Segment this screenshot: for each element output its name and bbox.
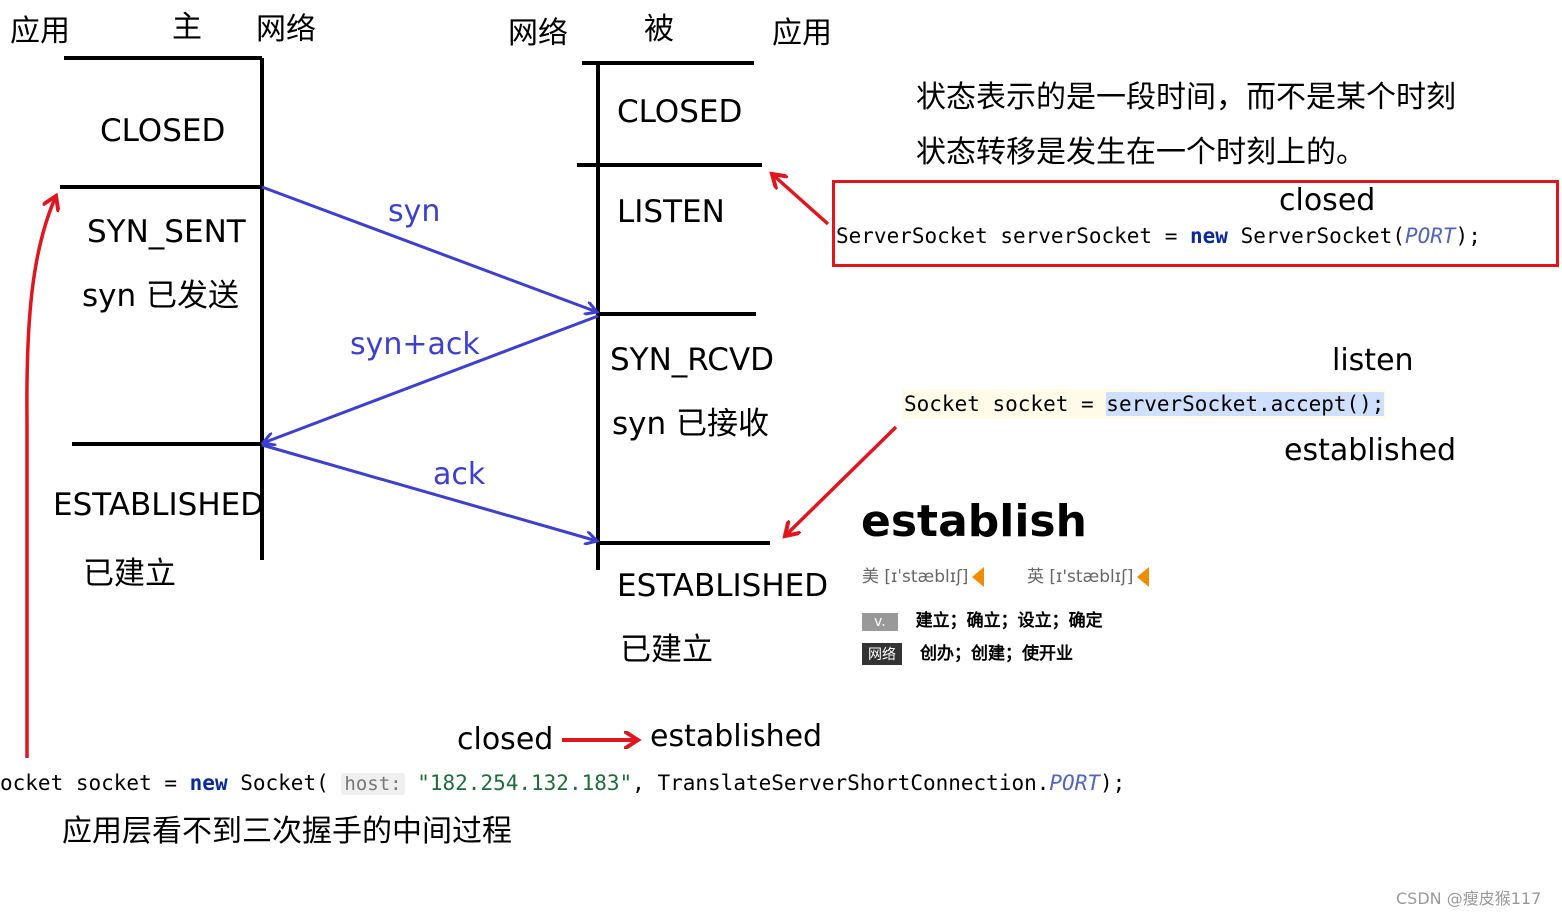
accept-code: Socket socket = serverSocket.accept(); (902, 389, 1387, 419)
server-socket-ctor: ServerSocket( (1227, 224, 1405, 248)
server-net-header: 网络 (508, 16, 568, 51)
note-line-1: 状态表示的是一段时间，而不是某个时刻 (916, 80, 1456, 115)
accept-code-prefix: Socket socket = (904, 392, 1107, 416)
server-state-syn-rcvd-cn: syn 已接收 (612, 406, 769, 442)
client-socket-ctor: Socket( (227, 771, 342, 795)
dict-word: establish (861, 496, 1087, 547)
accept-code-selected: serverSocket.accept(); (1106, 392, 1385, 416)
server-socket-box (832, 180, 1559, 267)
server-state-established: ESTABLISHED (617, 568, 829, 604)
client-net-header: 网络 (256, 12, 316, 47)
server-state-listen: LISTEN (617, 194, 725, 230)
client-socket-code: ocket socket = new Socket( host: "182.25… (0, 771, 1125, 795)
server-socket-port: PORT (1404, 224, 1456, 248)
client-state-established: ESTABLISHED (53, 487, 265, 523)
accept-listen-label: listen (1332, 343, 1414, 378)
client-socket-new: new (189, 771, 228, 795)
server-role-header: 被 (644, 12, 674, 47)
syn-label: syn (388, 194, 441, 229)
client-state-syn-sent-cn: syn 已发送 (82, 278, 239, 314)
syn-arrow (261, 185, 597, 312)
server-socket-type: ServerSocket serverSocket = (836, 224, 1191, 248)
dict-uk-phonetic-row: 英 [ɪ'stæblɪʃ] (1027, 562, 1150, 587)
dict-us-phonetic: 美 [ɪˈstæblɪʃ] (862, 567, 969, 587)
server-socket-new: new (1190, 224, 1228, 248)
listen-pointer-arrow (772, 174, 830, 226)
server-state-syn-rcvd: SYN_RCVD (610, 342, 775, 378)
note-line-2: 状态转移是发生在一个时刻上的。 (916, 135, 1366, 170)
dict-us-phonetic-row: 美 [ɪˈstæblɪʃ] (862, 562, 985, 587)
server-socket-end: ); (1455, 224, 1481, 248)
speaker-icon[interactable] (972, 567, 985, 587)
dict-tag-verb: v. (862, 613, 898, 631)
accept-pointer-arrow (785, 425, 898, 536)
client-closed-label: closed (457, 722, 554, 757)
server-state-established-cn: 已建立 (620, 632, 713, 668)
client-state-closed: CLOSED (100, 113, 226, 149)
watermark: CSDN @瘦皮猴117 (1396, 889, 1542, 908)
client-app-arrow (25, 196, 56, 758)
client-socket-start: ocket socket = (0, 771, 190, 795)
client-socket-mid: , TranslateServerShortConnection. (632, 771, 1050, 795)
server-socket-code: ServerSocket serverSocket = new ServerSo… (836, 224, 1481, 248)
ack-arrow (261, 443, 597, 541)
client-socket-port: PORT (1049, 771, 1100, 795)
syn-ack-label: syn+ack (350, 327, 480, 362)
dict-def-web: 创办；创建；使开业 (920, 644, 1073, 664)
server-state-closed: CLOSED (617, 94, 743, 130)
client-state-established-cn: 已建立 (83, 556, 176, 592)
client-established-label: established (650, 719, 823, 754)
speaker-icon[interactable] (1137, 567, 1150, 587)
client-socket-end: ); (1099, 771, 1126, 795)
ack-label: ack (433, 457, 486, 492)
dict-tag-web: 网络 (862, 643, 902, 665)
dict-def-verb: 建立；确立；设立；确定 (915, 611, 1103, 631)
dict-def-web-row: 网络创办；创建；使开业 (862, 639, 1073, 665)
syn-ack-arrow (263, 314, 599, 443)
server-app-header: 应用 (772, 16, 832, 51)
server-socket-closed-label: closed (1279, 183, 1376, 218)
client-socket-host-hint: host: (341, 773, 405, 795)
client-role-header: 主 (172, 10, 202, 45)
client-state-syn-sent: SYN_SENT (87, 214, 246, 250)
client-app-header: 应用 (10, 14, 70, 49)
dict-uk-phonetic: 英 [ɪ'stæblɪʃ] (1027, 567, 1134, 587)
client-socket-host: "182.254.132.183" (404, 771, 633, 795)
bottom-note: 应用层看不到三次握手的中间过程 (62, 814, 512, 849)
accept-established-label: established (1284, 433, 1457, 468)
dict-def-verb-row: v. 建立；确立；设立；确定 (862, 606, 1103, 631)
